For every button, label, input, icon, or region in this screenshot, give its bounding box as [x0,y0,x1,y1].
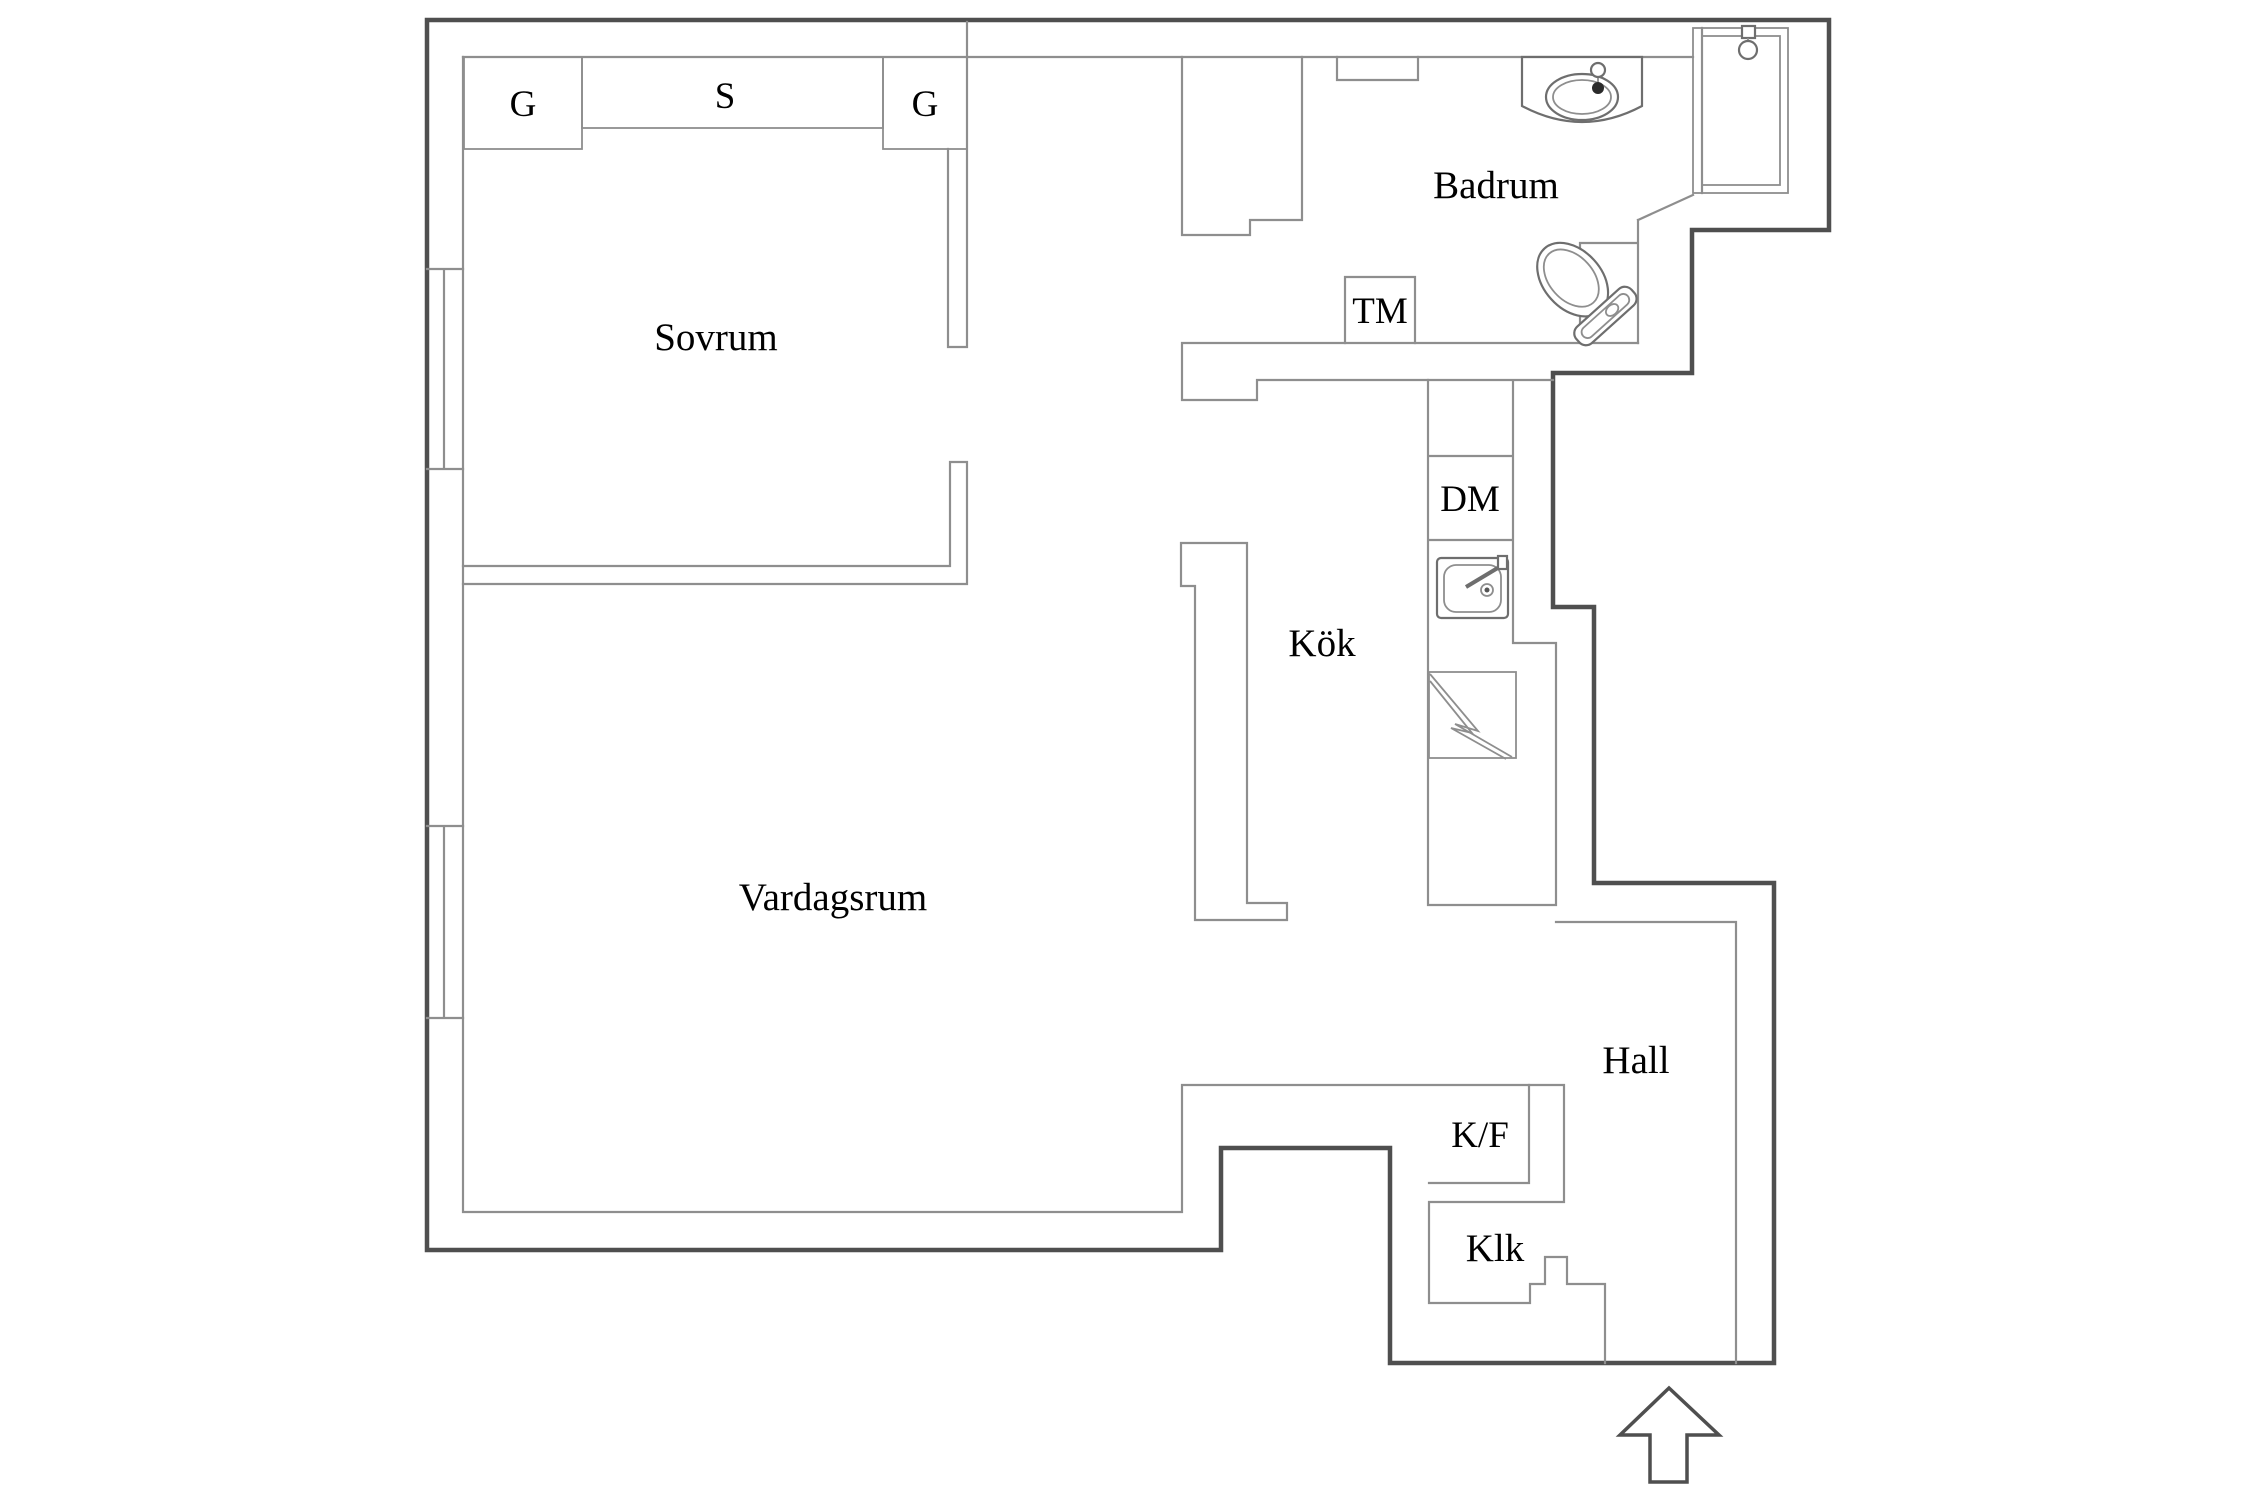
room-label-kok: Kök [1288,622,1356,665]
inner-wall-hall [1554,920,1738,1365]
label-fridge-freezer: K/F [1451,1115,1509,1156]
label-wardrobe-g-left: G [510,84,537,125]
kitchen-counter [1426,378,1558,907]
entrance-arrow-icon [1615,1385,1724,1484]
room-label-klk: Klk [1466,1227,1525,1270]
room-label-vardagsrum: Vardagsrum [739,876,927,919]
room-label-sovrum: Sovrum [654,316,778,359]
label-dishwasher: DM [1440,479,1500,520]
room-label-badrum: Badrum [1433,164,1559,207]
label-wardrobe-g-right: G [912,84,939,125]
wardrobe-g-right-box [882,56,968,150]
outer-wall [424,17,1832,1366]
window-bedroom [425,267,465,471]
shower-icon [1692,24,1789,195]
label-closet-s: S [715,76,736,117]
window-livingroom [425,824,465,1020]
room-label-hall: Hall [1602,1039,1669,1082]
bathroom-south-wall [1180,341,1640,402]
stove-icon [1428,671,1517,760]
kitchen-sink-icon [1435,554,1510,620]
bedroom-east-wall [946,20,969,349]
bathroom-sink-icon [1520,55,1644,124]
toilet-icon [1536,241,1638,347]
washing-machine-box [1343,275,1417,345]
label-washing-machine: TM [1352,291,1408,332]
shaft-notch [1335,55,1420,82]
corridor-closet-block [1180,55,1304,237]
kitchen-peninsula-wall [1179,541,1289,922]
inner-wall-left-bottom [461,55,1607,1365]
fridge-freezer-box [1427,1083,1531,1185]
bedroom-living-divider-wall [461,460,969,586]
